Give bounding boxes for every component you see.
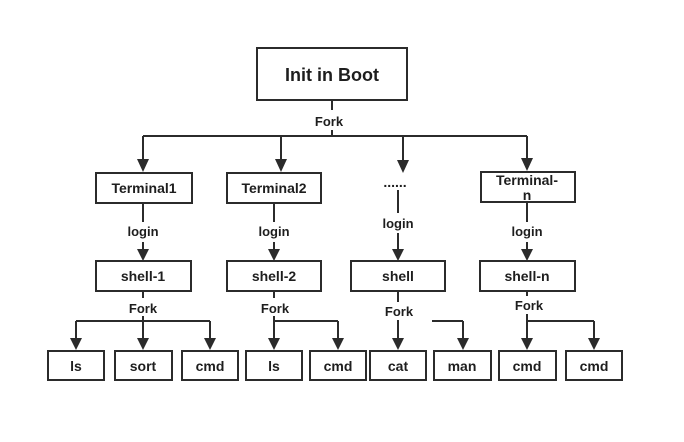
login-label-1: login [127,224,158,239]
cmd-cmd-node [498,350,557,381]
cmd-sort-node [114,350,173,381]
cmd-ls-node [245,350,303,381]
ellipsis-terminal-label: ...... [383,174,406,190]
cmd-cmd-node [181,350,239,381]
arrow-head [392,338,404,350]
arrow-head [137,338,149,350]
cmd-cmd-node [309,350,367,381]
shell-n-label: shell-n [504,268,549,284]
init-label: Init in Boot [285,65,379,85]
arrow-head [521,338,533,350]
cmd-man-node [433,350,492,381]
arrow-head [397,160,409,173]
terminal-n-label-line1: Terminal- [496,172,558,188]
init-node [256,47,408,101]
cmd-label: ls [268,358,280,374]
root-fork-label: Fork [315,114,344,129]
shell-1-label: shell-1 [121,268,166,284]
shell-label: shell [382,268,414,284]
terminal-n-label-line2: n [523,187,532,203]
arrow-head [588,338,600,350]
login-label-2: login [258,224,289,239]
shell-2-fork-label: Fork [261,301,290,316]
arrow-head [332,338,344,350]
cmd-label: cmd [196,358,225,374]
shell-fork-label: Fork [385,304,414,319]
terminal1-node [95,172,193,204]
cmd-cmd-node [565,350,623,381]
arrow-head [137,249,149,261]
cmd-label: cmd [513,358,542,374]
terminal1-label: Terminal1 [111,180,176,196]
arrow-head [70,338,82,350]
cmd-label: cmd [580,358,609,374]
shell-1-fork-label: Fork [129,301,158,316]
arrow-head [521,158,533,171]
shell-2-label: shell-2 [252,268,297,284]
shell-n-node [479,260,576,292]
shell-2-node [226,260,322,292]
login-label-3: login [382,216,413,231]
arrow-head [457,338,469,350]
cmd-label: sort [130,358,157,374]
cmd-label: cmd [324,358,353,374]
arrow-head [268,338,280,350]
cmd-cat-node [369,350,427,381]
arrow-head [137,159,149,172]
cmd-ls-node [47,350,105,381]
cmd-label: cat [388,358,409,374]
terminal-n-node [480,171,576,203]
arrow-head [268,249,280,261]
arrow-head [204,338,216,350]
terminal2-label: Terminal2 [241,180,306,196]
shell-n-fork-label: Fork [515,298,544,313]
arrow-head [275,159,287,172]
arrow-head [392,249,404,261]
cmd-label: man [448,358,477,374]
arrow-head [521,249,533,261]
login-label-4: login [511,224,542,239]
shell-1-node [95,260,192,292]
cmd-label: ls [70,358,82,374]
